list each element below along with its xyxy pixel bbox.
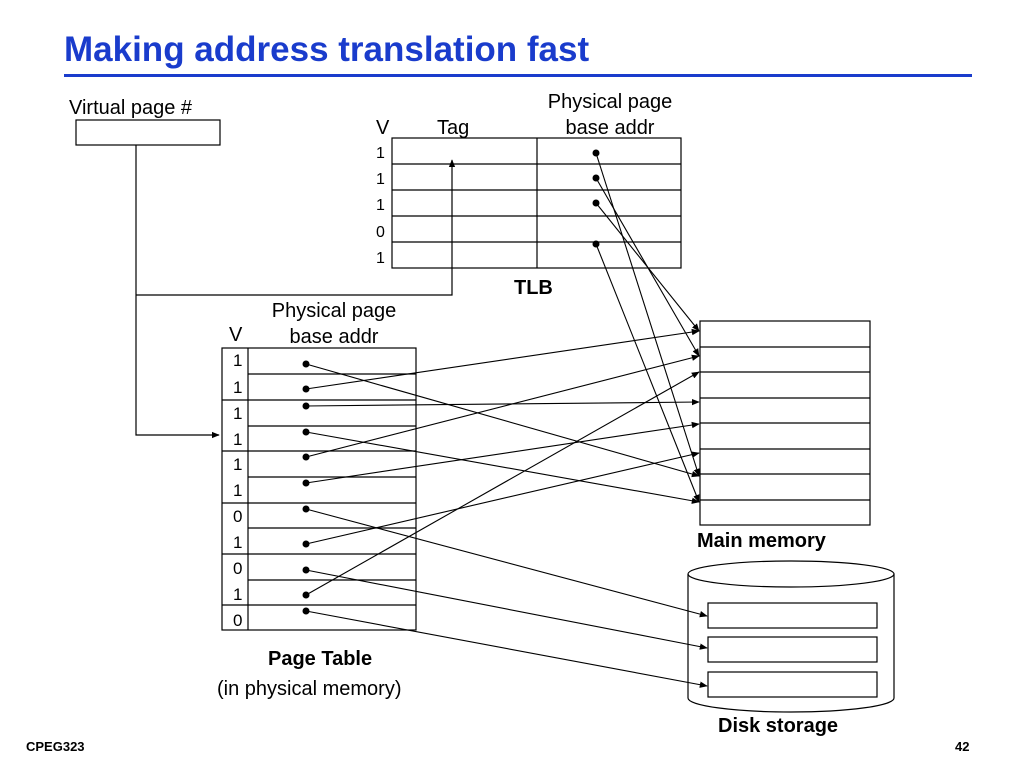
pt-valid-bit: 0 — [233, 507, 243, 526]
tlb-valid-bit: 1 — [376, 250, 385, 267]
virtual-page-routing — [135, 145, 456, 439]
tlb-tag-header: Tag — [437, 117, 470, 139]
main-memory-label: Main memory — [697, 530, 826, 552]
title-underline — [64, 74, 972, 77]
pt-valid-bit: 1 — [233, 455, 243, 474]
tlb-valid-header: V — [376, 117, 390, 139]
pt-addr-header-line2: base addr — [289, 326, 379, 348]
pt-valid-bit: 1 — [233, 585, 243, 604]
virtual-page-box — [75, 119, 221, 146]
tlb-valid-bit: 1 — [376, 171, 385, 188]
tlb-valid-bit: 0 — [376, 224, 385, 241]
pt-valid-bit: 0 — [233, 611, 243, 630]
pt-valid-bit: 1 — [233, 533, 243, 552]
pt-valid-bit: 1 — [233, 404, 243, 423]
pt-valid-header: V — [229, 324, 243, 346]
pt-addr-header-line1: Physical page — [271, 300, 397, 322]
pt-valid-bit: 0 — [233, 559, 243, 578]
tlb-addr-header: Physical page base addr — [520, 89, 700, 141]
tlb-valid-bit: 1 — [376, 145, 385, 162]
tlb-valid-bit: 1 — [376, 197, 385, 214]
pt-valid-bit: 1 — [233, 378, 243, 397]
tlb-caption: TLB — [514, 277, 553, 299]
tlb-table — [391, 137, 682, 269]
page-table — [221, 347, 417, 631]
slide-title: Making address translation fast — [64, 30, 590, 69]
footer-page-number: 42 — [955, 739, 970, 754]
pt-valid-bit: 1 — [233, 481, 243, 500]
tlb-addr-header-line1: Physical page — [547, 91, 673, 113]
disk-storage-label: Disk storage — [718, 715, 839, 737]
pt-valid-bit: 1 — [233, 430, 243, 449]
pt-caption-title: Page Table — [268, 648, 373, 670]
pt-caption-sub: (in physical memory) — [217, 678, 402, 700]
pt-valid-bit: 1 — [233, 351, 243, 370]
tlb-pointer-arrows — [595, 152, 700, 503]
main-memory-block — [699, 320, 871, 526]
virtual-page-label: Virtual page # — [69, 97, 193, 119]
pt-addr-header: Physical page base addr — [244, 298, 424, 350]
disk-storage — [687, 560, 895, 713]
tlb-addr-header-line2: base addr — [565, 117, 655, 139]
page-table-entry-dots — [302, 360, 310, 615]
footer-course: CPEG323 — [26, 739, 85, 754]
page-table-pointer-arrows — [305, 328, 708, 688]
